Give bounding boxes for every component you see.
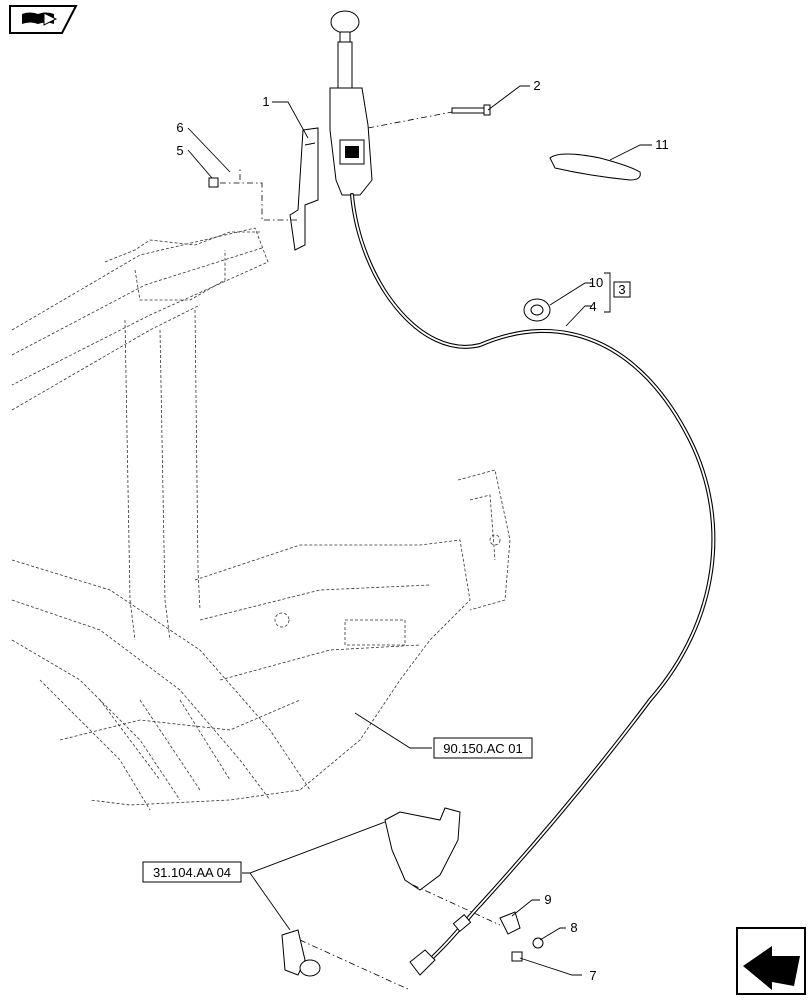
reference-frame-label: 90.150.AC 01	[443, 741, 523, 756]
callout-5: 5	[176, 143, 183, 158]
part-lower-bracket	[384, 807, 461, 891]
callout-8: 8	[570, 920, 577, 935]
part-bracket	[289, 127, 319, 251]
part-bolt-5	[208, 177, 219, 188]
reference-bracket-label: 31.104.AA 04	[153, 865, 231, 880]
callout-2: 2	[533, 78, 540, 93]
callout-3-box: 3	[613, 281, 631, 298]
next-page-arrow-icon[interactable]	[736, 927, 806, 995]
part-washer-8	[532, 937, 544, 949]
callout-9: 9	[544, 892, 551, 907]
callout-3: 3	[618, 282, 625, 297]
reference-bracket-box[interactable]: 31.104.AA 04	[142, 861, 242, 883]
book-arrow-icon[interactable]	[9, 5, 78, 34]
part-trim-11	[549, 153, 641, 181]
gear-lever	[329, 10, 373, 196]
cab-frame	[11, 227, 511, 811]
part-small-bracket	[281, 929, 321, 977]
part-cable-4	[350, 193, 716, 976]
leader-lines	[187, 85, 652, 976]
callout-4: 4	[589, 299, 596, 314]
callout-1: 1	[262, 94, 269, 109]
callout-7: 7	[589, 968, 596, 983]
part-clamp-9	[499, 911, 521, 935]
callout-10: 10	[589, 275, 603, 290]
callout-6: 6	[176, 120, 183, 135]
part-grommet-10	[523, 298, 551, 322]
callout-11: 11	[655, 137, 669, 152]
part-screw-2	[451, 104, 491, 116]
part-nut-7	[511, 951, 523, 962]
reference-frame-box[interactable]: 90.150.AC 01	[433, 737, 533, 759]
